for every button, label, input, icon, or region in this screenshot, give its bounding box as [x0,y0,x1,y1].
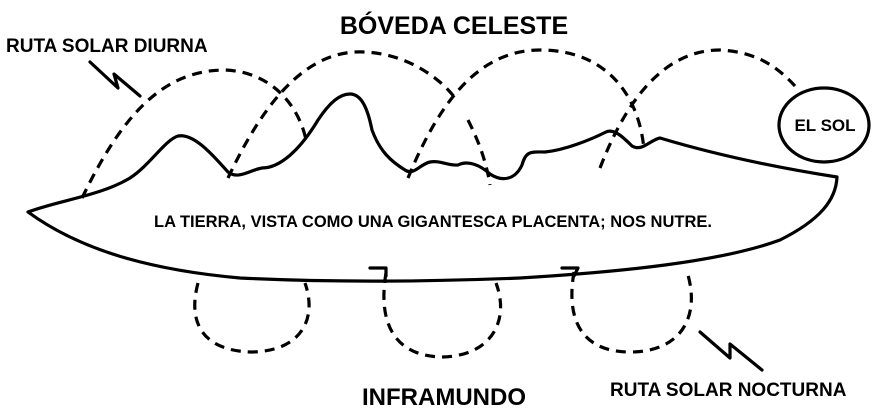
day-arc-2-lower [466,119,492,186]
day-path-arcs [80,48,797,199]
day-path-label: RUTA SOLAR DIURNA [6,36,208,57]
night-path-loops [193,266,693,359]
underworld-label: INFRAMUNDO [362,384,526,409]
diagram-title: BÓVEDA CELESTE [340,10,568,40]
sun-circle [777,86,871,164]
night-loop-1 [193,282,311,354]
earth-shape [26,92,839,283]
night-loop-3 [570,271,693,354]
night-loop-2 [382,272,503,359]
night-path-label: RUTA SOLAR NOCTURNA [610,380,847,401]
day-path-pointer [88,60,142,98]
sun-label: EL SOL [794,116,855,135]
day-arc-2 [226,50,457,179]
day-arc-1 [80,68,308,199]
day-arc-4 [598,48,797,169]
earth-caption: LA TIERRA, VISTA COMO UNA GIGANTESCA PLA… [154,213,712,231]
night-marker-1 [368,266,388,278]
night-path-pointer [698,330,764,372]
